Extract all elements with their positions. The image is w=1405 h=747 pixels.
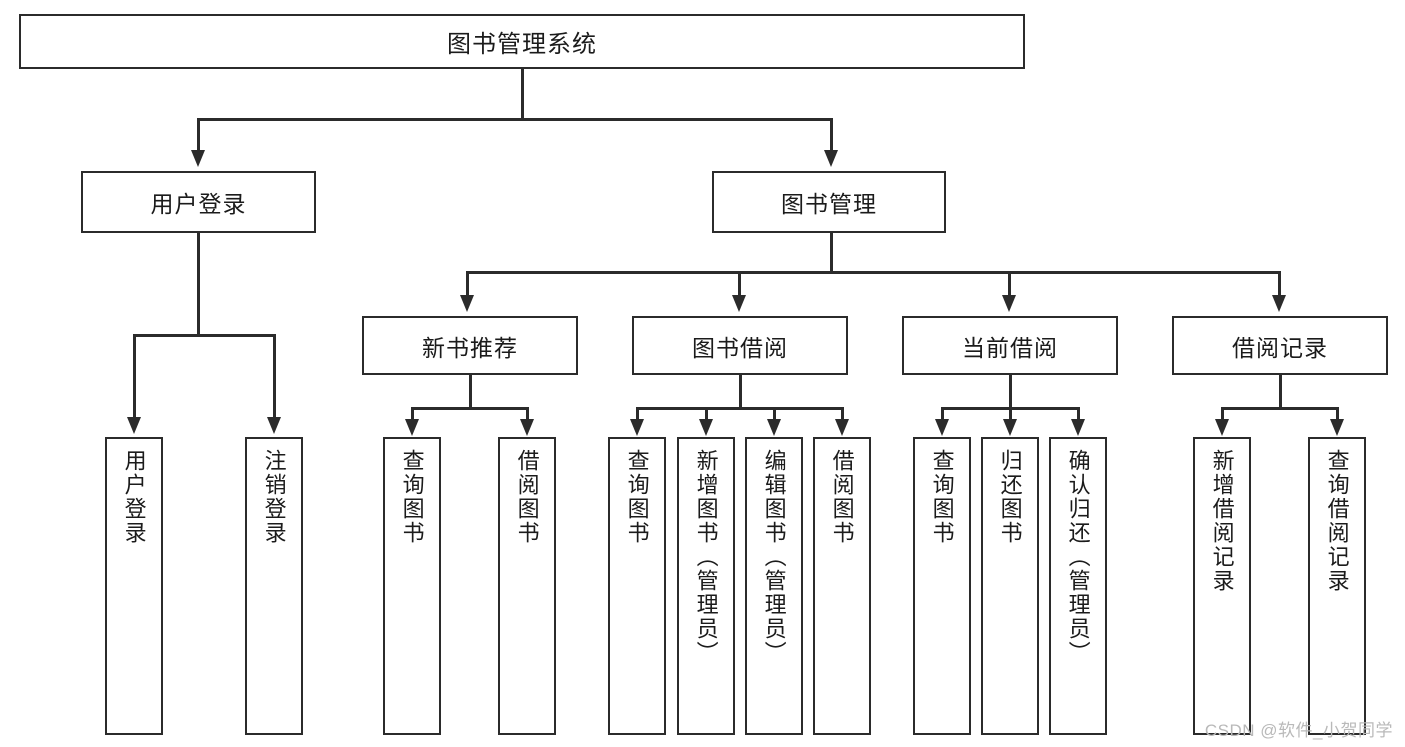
leaf-label: 确认归还（管理员） bbox=[1065, 449, 1091, 665]
leaf-label: 用户登录 bbox=[121, 449, 147, 545]
connector-new-book-stem bbox=[469, 375, 472, 409]
arrow-to-new-book bbox=[460, 295, 474, 312]
leaf-label: 查询图书 bbox=[929, 449, 955, 545]
leaf-query-book-borrow[interactable]: 查询图书 bbox=[608, 437, 666, 735]
connector-user-login-right bbox=[273, 334, 276, 419]
leaf-query-book-recommend[interactable]: 查询图书 bbox=[383, 437, 441, 735]
node-user-login[interactable]: 用户登录 bbox=[81, 171, 316, 233]
arrow-to-leaf-logout bbox=[267, 417, 281, 434]
arrow-to-leaf-return-book bbox=[1003, 419, 1017, 436]
leaf-label: 编辑图书（管理员） bbox=[761, 449, 787, 665]
connector-borrow-book-c4 bbox=[841, 407, 844, 421]
arrow-to-current-borrow bbox=[1002, 295, 1016, 312]
connector-borrow-book-c3 bbox=[773, 407, 776, 421]
leaf-label: 新增图书（管理员） bbox=[693, 449, 719, 665]
connector-to-current-borrow bbox=[1008, 271, 1011, 297]
leaf-add-borrow-record[interactable]: 新增借阅记录 bbox=[1193, 437, 1251, 735]
connector-book-mgmt-stem bbox=[830, 233, 833, 273]
node-book-management[interactable]: 图书管理 bbox=[712, 171, 946, 233]
arrow-to-leaf-query-book-3 bbox=[935, 419, 949, 436]
connector-current-borrow-c1 bbox=[941, 407, 944, 421]
leaf-query-borrow-record[interactable]: 查询借阅记录 bbox=[1308, 437, 1366, 735]
connector-user-login-left bbox=[133, 334, 136, 419]
arrow-to-leaf-query-book-2 bbox=[630, 419, 644, 436]
leaf-edit-book-admin[interactable]: 编辑图书（管理员） bbox=[745, 437, 803, 735]
node-label: 用户登录 bbox=[150, 191, 247, 217]
arrow-to-leaf-user-login bbox=[127, 417, 141, 434]
leaf-label: 归还图书 bbox=[997, 449, 1023, 545]
leaf-label: 新增借阅记录 bbox=[1209, 449, 1235, 593]
connector-borrow-book-bus bbox=[636, 407, 843, 410]
node-label: 借阅记录 bbox=[1232, 334, 1328, 361]
connector-new-book-c1 bbox=[411, 407, 414, 421]
node-borrow-record[interactable]: 借阅记录 bbox=[1172, 316, 1388, 375]
leaf-label: 借阅图书 bbox=[829, 449, 855, 545]
connector-root-to-book-mgmt bbox=[830, 118, 833, 152]
connector-borrow-record-c1 bbox=[1221, 407, 1224, 421]
arrow-to-leaf-query-book-1 bbox=[405, 419, 419, 436]
node-current-borrow[interactable]: 当前借阅 bbox=[902, 316, 1118, 375]
connector-root-bus bbox=[197, 118, 832, 121]
node-label: 当前借阅 bbox=[962, 334, 1058, 361]
node-new-book-recommend[interactable]: 新书推荐 bbox=[362, 316, 578, 375]
node-label: 图书管理系统 bbox=[447, 31, 597, 58]
leaf-return-book[interactable]: 归还图书 bbox=[981, 437, 1039, 735]
leaf-label: 借阅图书 bbox=[514, 449, 540, 545]
leaf-logout[interactable]: 注销登录 bbox=[245, 437, 303, 735]
connector-user-login-stem bbox=[197, 233, 200, 336]
arrow-to-user-login bbox=[191, 150, 205, 167]
connector-current-borrow-c2 bbox=[1009, 407, 1012, 421]
leaf-label: 查询图书 bbox=[624, 449, 650, 545]
arrow-to-book-mgmt bbox=[824, 150, 838, 167]
node-label: 新书推荐 bbox=[422, 334, 518, 361]
leaf-label: 查询借阅记录 bbox=[1324, 449, 1350, 593]
connector-to-borrow-book bbox=[738, 271, 741, 297]
arrow-to-leaf-add-book bbox=[699, 419, 713, 436]
connector-borrow-book-c2 bbox=[705, 407, 708, 421]
arrow-to-borrow-book bbox=[732, 295, 746, 312]
connector-current-borrow-stem bbox=[1009, 375, 1012, 409]
connector-borrow-record-stem bbox=[1279, 375, 1282, 409]
leaf-confirm-return-admin[interactable]: 确认归还（管理员） bbox=[1049, 437, 1107, 735]
node-root-system[interactable]: 图书管理系统 bbox=[19, 14, 1025, 69]
connector-borrow-record-c2 bbox=[1336, 407, 1339, 421]
connector-to-borrow-record bbox=[1278, 271, 1281, 297]
connector-borrow-book-c1 bbox=[636, 407, 639, 421]
arrow-to-leaf-borrow-book-2 bbox=[835, 419, 849, 436]
arrow-to-leaf-edit-book bbox=[767, 419, 781, 436]
arrow-to-leaf-confirm-return bbox=[1071, 419, 1085, 436]
connector-book-mgmt-bus bbox=[466, 271, 1278, 274]
leaf-add-book-admin[interactable]: 新增图书（管理员） bbox=[677, 437, 735, 735]
connector-new-book-c2 bbox=[526, 407, 529, 421]
leaf-borrow-book[interactable]: 借阅图书 bbox=[813, 437, 871, 735]
connector-borrow-record-bus bbox=[1221, 407, 1339, 410]
leaf-label: 注销登录 bbox=[261, 449, 287, 545]
connector-root-stem bbox=[521, 69, 524, 120]
node-label: 图书管理 bbox=[781, 191, 877, 217]
node-book-borrow[interactable]: 图书借阅 bbox=[632, 316, 848, 375]
node-label: 图书借阅 bbox=[692, 334, 788, 361]
arrow-to-borrow-record bbox=[1272, 295, 1286, 312]
connector-current-borrow-c3 bbox=[1077, 407, 1080, 421]
connector-borrow-book-stem bbox=[739, 375, 742, 409]
leaf-query-book-current[interactable]: 查询图书 bbox=[913, 437, 971, 735]
connector-user-login-bus bbox=[133, 334, 276, 337]
leaf-borrow-book-recommend[interactable]: 借阅图书 bbox=[498, 437, 556, 735]
arrow-to-leaf-query-record bbox=[1330, 419, 1344, 436]
connector-to-new-book bbox=[466, 271, 469, 297]
arrow-to-leaf-add-record bbox=[1215, 419, 1229, 436]
arrow-to-leaf-borrow-book-1 bbox=[520, 419, 534, 436]
leaf-label: 查询图书 bbox=[399, 449, 425, 545]
connector-root-to-user-login bbox=[197, 118, 200, 152]
connector-new-book-bus bbox=[411, 407, 529, 410]
leaf-user-login[interactable]: 用户登录 bbox=[105, 437, 163, 735]
